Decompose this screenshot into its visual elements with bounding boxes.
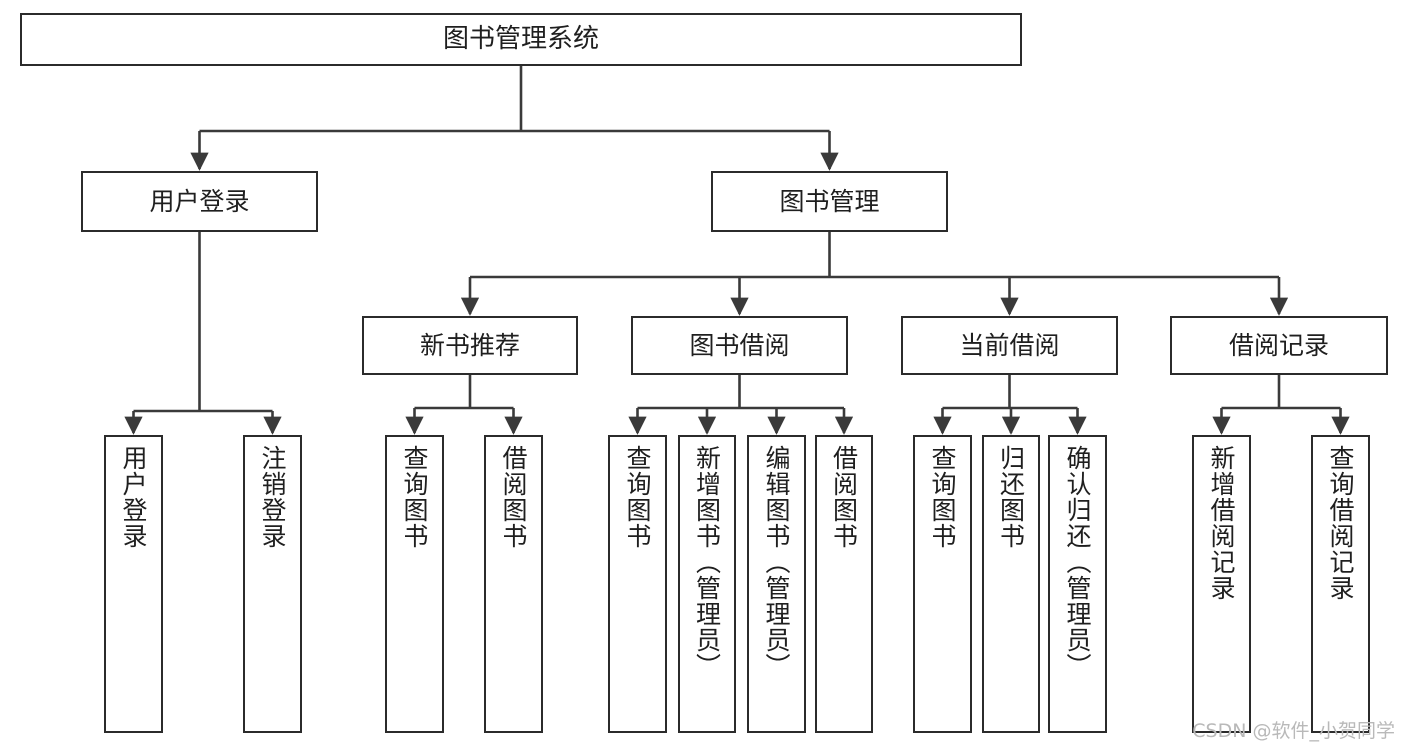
node-leaf-user-login[interactable]: 用户登录 <box>104 435 163 733</box>
node-leaf-bb-edit[interactable]: 编辑图书（管理员） <box>747 435 806 733</box>
node-leaf-cb-return[interactable]: 归还图书 <box>982 435 1040 733</box>
node-label-leaf-cb-confirm: 确认归还（管理员） <box>1063 445 1092 679</box>
node-label-leaf-br-query: 查询借阅记录 <box>1326 445 1355 601</box>
node-book-borrow[interactable]: 图书借阅 <box>631 316 848 375</box>
node-label-leaf-cb-query: 查询图书 <box>928 445 957 549</box>
node-label-leaf-br-add: 新增借阅记录 <box>1207 445 1236 601</box>
node-leaf-bb-add[interactable]: 新增图书（管理员） <box>678 435 736 733</box>
node-borrow-record[interactable]: 借阅记录 <box>1170 316 1388 375</box>
node-label-book-borrow: 图书借阅 <box>689 330 790 360</box>
node-user-login[interactable]: 用户登录 <box>81 171 318 232</box>
node-label-leaf-bb-add: 新增图书（管理员） <box>692 445 722 679</box>
node-root[interactable]: 图书管理系统 <box>20 13 1022 66</box>
node-leaf-cb-query[interactable]: 查询图书 <box>913 435 972 733</box>
watermark-text: CSDN @软件_小贺同学 <box>1192 720 1395 742</box>
node-leaf-bb-borrow[interactable]: 借阅图书 <box>815 435 873 733</box>
node-leaf-rec-borrow[interactable]: 借阅图书 <box>484 435 543 733</box>
node-leaf-logout[interactable]: 注销登录 <box>243 435 302 733</box>
node-label-leaf-cb-return: 归还图书 <box>996 445 1026 549</box>
node-label-leaf-user-login: 用户登录 <box>119 445 148 549</box>
node-current-borrow[interactable]: 当前借阅 <box>901 316 1118 375</box>
node-label-leaf-bb-query: 查询图书 <box>623 445 652 549</box>
node-label-user-login: 用户登录 <box>149 186 250 216</box>
node-leaf-br-query[interactable]: 查询借阅记录 <box>1311 435 1370 733</box>
node-label-leaf-logout: 注销登录 <box>258 445 287 549</box>
node-label-book-manage: 图书管理 <box>779 186 880 216</box>
node-label-leaf-bb-edit: 编辑图书（管理员） <box>762 445 791 679</box>
node-new-book-rec[interactable]: 新书推荐 <box>362 316 578 375</box>
node-label-leaf-rec-borrow: 借阅图书 <box>499 445 528 549</box>
node-label-leaf-bb-borrow: 借阅图书 <box>829 445 859 549</box>
node-leaf-br-add[interactable]: 新增借阅记录 <box>1192 435 1251 733</box>
node-leaf-bb-query[interactable]: 查询图书 <box>608 435 667 733</box>
node-label-current-borrow: 当前借阅 <box>959 330 1060 360</box>
node-label-borrow-record: 借阅记录 <box>1228 330 1329 360</box>
node-label-root: 图书管理系统 <box>442 24 599 55</box>
node-label-new-book-rec: 新书推荐 <box>419 330 520 360</box>
node-label-leaf-rec-query: 查询图书 <box>400 445 429 549</box>
node-leaf-rec-query[interactable]: 查询图书 <box>385 435 444 733</box>
node-leaf-cb-confirm[interactable]: 确认归还（管理员） <box>1048 435 1107 733</box>
node-book-manage[interactable]: 图书管理 <box>711 171 948 232</box>
